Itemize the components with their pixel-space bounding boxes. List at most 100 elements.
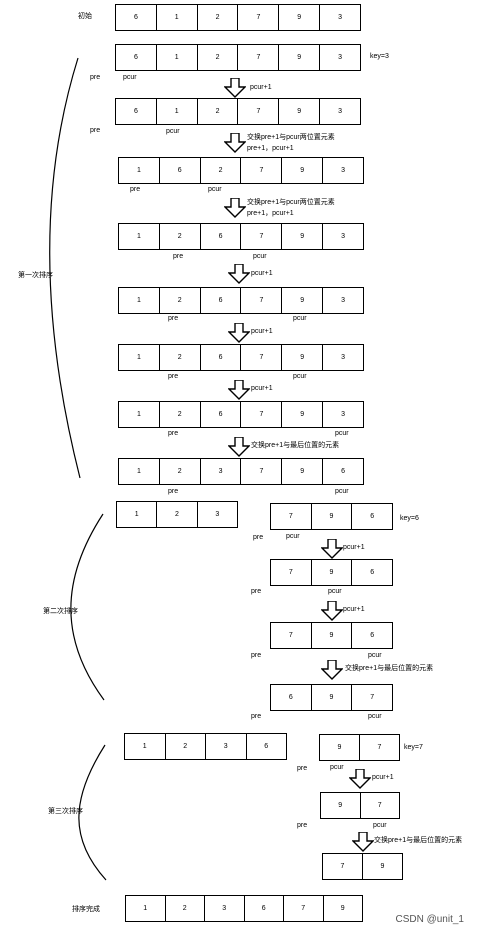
- step-label: 交换pre+1与最后位置的元素: [345, 665, 434, 672]
- array-cell: 6: [201, 224, 242, 249]
- array-cell: 2: [160, 459, 201, 484]
- step-label: pcur+1: [343, 606, 365, 613]
- pre-pointer: pre: [251, 713, 262, 720]
- array-cell: 7: [238, 99, 280, 124]
- array-cell: 6: [271, 685, 312, 710]
- pcur-pointer: pcur: [286, 533, 300, 540]
- array-cell: 6: [201, 288, 242, 313]
- array-cell: 7: [377, 744, 382, 751]
- array-cell: 6: [370, 513, 375, 520]
- array-cell: 2: [198, 5, 239, 30]
- array-cell: 7: [241, 459, 283, 484]
- pcur-pointer: pcur: [123, 74, 137, 81]
- array-row: 1 2 6 7 9 3: [118, 287, 364, 314]
- array-cell: 2: [166, 896, 205, 921]
- pcur-pointer: pcur: [328, 588, 342, 595]
- down-arrow-icon: [228, 437, 250, 457]
- array-cell: 3: [338, 108, 342, 115]
- array-cell: 3: [205, 896, 245, 921]
- pre-pointer: pre: [168, 315, 179, 322]
- pcur-pointer: pcur: [208, 186, 222, 193]
- brace-third: [78, 744, 107, 881]
- array-cell: 1: [119, 224, 160, 249]
- key-note: key=6: [400, 515, 419, 522]
- step-label: pcur+1: [251, 328, 273, 335]
- array-cell: 9: [279, 99, 321, 124]
- down-arrow-icon: [224, 78, 246, 98]
- array-cell: 6: [160, 158, 201, 183]
- array-row: 9 7: [320, 792, 400, 819]
- array-row: 1 2 3 7 9 6: [118, 458, 364, 485]
- array-cell: 9: [312, 560, 353, 585]
- pre-pointer: pre: [251, 652, 262, 659]
- array-cell: 7: [241, 158, 283, 183]
- array-cell: 6: [116, 99, 157, 124]
- pcur-pointer: pcur: [368, 713, 382, 720]
- array-cell: 7: [241, 224, 283, 249]
- array-cell: 1: [157, 5, 198, 30]
- array-cell: 1: [119, 345, 160, 370]
- pre-pointer: pre: [168, 430, 179, 437]
- array-row: 1 2 6 7 9 3: [118, 344, 364, 371]
- brace-second: [70, 513, 105, 701]
- stage-label-second: 第二次排序: [43, 608, 78, 615]
- array-cell: 9: [282, 459, 324, 484]
- array-cell: 3: [206, 734, 247, 759]
- brace-first: [49, 57, 81, 479]
- array-row-sorted-prefix: 1 2 3: [116, 501, 238, 528]
- pre-pointer: pre: [90, 74, 101, 81]
- stage-label-third: 第三次排序: [48, 808, 83, 815]
- array-cell: 6: [341, 468, 345, 475]
- pcur-pointer: pcur: [166, 128, 180, 135]
- array-cell: 9: [282, 158, 324, 183]
- step-label: pcur+1: [251, 270, 273, 277]
- array-cell: 9: [312, 685, 353, 710]
- down-arrow-icon: [224, 133, 246, 153]
- array-cell: 7: [377, 802, 382, 809]
- down-arrow-icon: [321, 601, 343, 621]
- pre-pointer: pre: [168, 373, 179, 380]
- array-row: 7 9 6: [270, 559, 393, 586]
- array-cell: 3: [341, 297, 345, 304]
- step-label: pcur+1: [372, 774, 394, 781]
- array-cell: 7: [271, 623, 312, 648]
- step-label: 交换pre+1与最后位置的元素: [251, 442, 340, 449]
- array-cell: 6: [116, 5, 157, 30]
- array-cell: 3: [201, 459, 242, 484]
- array-cell: 2: [198, 45, 239, 70]
- array-cell: 6: [245, 896, 284, 921]
- array-cell: 2: [160, 224, 201, 249]
- step-label: pcur+1: [251, 385, 273, 392]
- array-cell: 3: [338, 14, 342, 21]
- array-cell: 7: [370, 694, 375, 701]
- array-row-sorted-prefix: 1 2 3 6: [124, 733, 287, 760]
- array-cell: 6: [370, 632, 375, 639]
- array-cell: 2: [201, 158, 242, 183]
- pcur-pointer: pcur: [293, 315, 307, 322]
- array-cell: 3: [341, 167, 345, 174]
- key-note: key=7: [404, 744, 423, 751]
- array-row: 9 7: [319, 734, 400, 761]
- step-label: 交换pre+1与最后位置的元素: [374, 837, 463, 844]
- array-row: 1 2 6 7 9 3: [118, 401, 364, 428]
- array-cell: 6: [370, 569, 375, 576]
- down-arrow-icon: [352, 832, 374, 852]
- array-cell: 7: [271, 560, 312, 585]
- array-cell: 9: [312, 504, 353, 529]
- stage-label-first: 第一次排序: [18, 272, 53, 279]
- pcur-pointer: pcur: [368, 652, 382, 659]
- array-cell: 1: [126, 896, 166, 921]
- array-cell: 7: [238, 45, 280, 70]
- down-arrow-icon: [321, 660, 343, 680]
- array-cell: 1: [157, 99, 198, 124]
- pre-pointer: pre: [253, 534, 264, 541]
- array-row-final: 1 2 3 6 7 9: [125, 895, 363, 922]
- array-cell: 7: [323, 854, 363, 879]
- array-cell: 1: [119, 402, 160, 427]
- array-cell: 9: [320, 735, 360, 760]
- down-arrow-icon: [321, 539, 343, 559]
- array-row: 7 9 6: [270, 622, 393, 649]
- array-cell: 9: [340, 905, 345, 912]
- down-arrow-icon: [224, 198, 246, 218]
- array-cell: 9: [282, 288, 324, 313]
